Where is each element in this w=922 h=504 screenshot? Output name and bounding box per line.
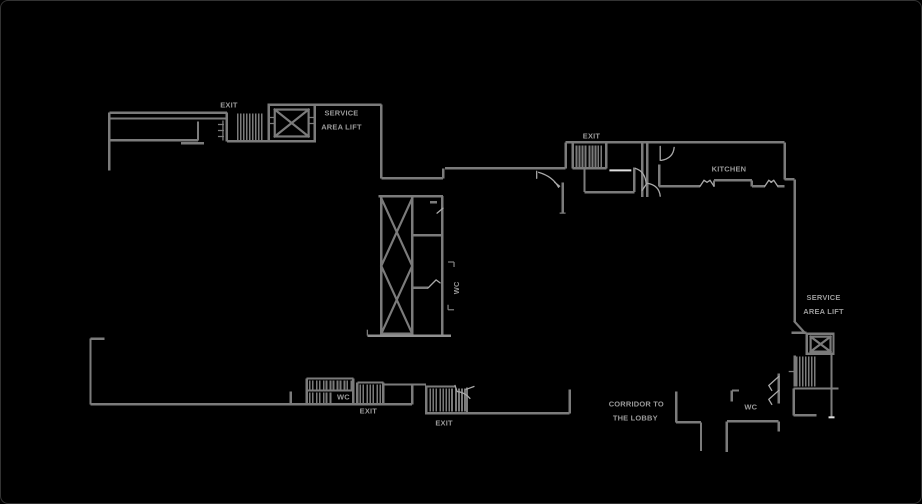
stairs-bottom-wc-icon bbox=[308, 380, 353, 404]
label-wc-stairs: WC bbox=[337, 392, 350, 401]
label-service-right-1: SERVICE bbox=[807, 293, 841, 302]
door-swing-bottom-exit-icon bbox=[454, 384, 475, 400]
door-swing-mid-room-icon bbox=[634, 167, 647, 191]
stairs-bottom-exit-left-icon bbox=[359, 384, 382, 404]
label-service-top-2: AREA LIFT bbox=[321, 122, 362, 131]
label-exit-bottom-mid: EXIT bbox=[435, 418, 453, 427]
door-swing-corridor-left-icon bbox=[536, 170, 561, 188]
service-lift-right-icon bbox=[805, 332, 835, 355]
door-swing-kitchen-entry-icon bbox=[659, 145, 675, 162]
stairs-bottom-exit-mid-icon bbox=[429, 388, 466, 412]
label-corridor-1: CORRIDOR TO bbox=[609, 399, 664, 408]
stairs-top-left-icon bbox=[217, 113, 263, 141]
label-exit-mid: EXIT bbox=[583, 131, 601, 140]
label-service-right-2: AREA LIFT bbox=[803, 307, 844, 316]
label-kitchen: KITCHEN bbox=[712, 164, 747, 173]
wc-label-brackets bbox=[447, 212, 566, 311]
door-swing-shaft-annex-icon bbox=[427, 207, 444, 289]
door-swing-corridor-wall-icon bbox=[646, 182, 661, 197]
label-wc-right: WC bbox=[744, 402, 757, 411]
service-lift-top-icon bbox=[267, 103, 316, 143]
walls bbox=[89, 103, 839, 453]
center-lift-shaft-icon bbox=[366, 196, 452, 337]
label-service-top-1: SERVICE bbox=[324, 109, 358, 118]
label-exit-bottom-left: EXIT bbox=[360, 406, 378, 415]
door-swing-wc-right-icon bbox=[768, 375, 780, 406]
label-corridor-2: THE LOBBY bbox=[613, 413, 658, 422]
door-marks-kitchen-counter-icon bbox=[699, 179, 779, 187]
stairs-right-service-icon bbox=[788, 356, 816, 387]
wall-diagonal-jog bbox=[793, 320, 807, 335]
label-wc-center: WC bbox=[452, 281, 461, 294]
stairs-mid-exit-icon bbox=[575, 145, 603, 168]
label-exit-top-left: EXIT bbox=[220, 101, 238, 110]
